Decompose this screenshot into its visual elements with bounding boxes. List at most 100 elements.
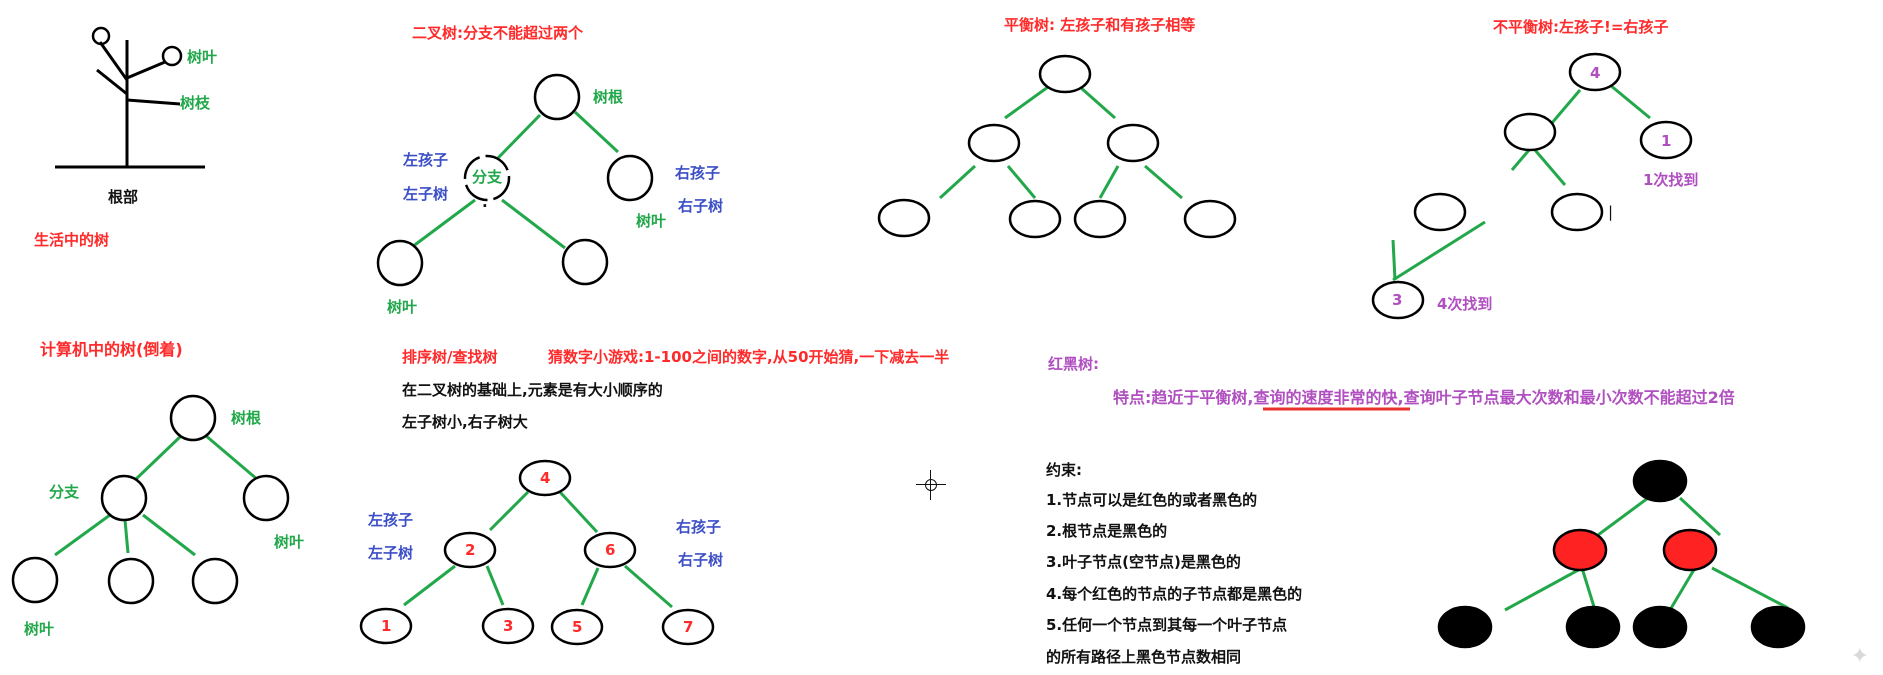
leaf-circle-left bbox=[91, 26, 111, 46]
red-black-feature-line: 特点:趋近于平衡树,查询的速度非常的快,查询叶子节点最大次数和最小次数不能超过2… bbox=[1113, 390, 1735, 406]
red-black-tree-title: 红黑树: bbox=[1048, 355, 1099, 373]
unbalanced-tree-node bbox=[1371, 280, 1425, 320]
balanced-tree-node bbox=[1038, 54, 1092, 94]
rb-node-black bbox=[1632, 605, 1688, 649]
binary-tree-root-label: 树根 bbox=[593, 88, 624, 106]
binary-tree-root-node bbox=[533, 73, 581, 121]
sort-tree-node-label: 4 bbox=[540, 469, 551, 487]
sort-tree-node bbox=[518, 459, 572, 497]
balanced-tree-drawing bbox=[877, 54, 1237, 239]
branch-left-mid bbox=[96, 68, 128, 96]
crosshair-ring-icon bbox=[925, 479, 937, 491]
leaf-circle-right bbox=[161, 45, 183, 67]
life-tree-leaf-label: 树叶 bbox=[187, 48, 218, 66]
computer-tree-bottom-leaf-label: 树叶 bbox=[24, 620, 55, 638]
rb-node-red bbox=[1662, 528, 1718, 572]
branch-right-top bbox=[126, 60, 166, 80]
computer-tree-leaf-node bbox=[191, 557, 239, 605]
life-tree-root-label: 根部 bbox=[108, 188, 139, 206]
unbalanced-tree-drawing bbox=[1371, 52, 1693, 320]
feature-highlight: 查询的速度非常的快 bbox=[1253, 388, 1398, 407]
constraints-title: 约束: bbox=[1046, 461, 1082, 479]
life-tree-branch-label: 树枝 bbox=[180, 94, 211, 112]
unbalanced-tree-title: 不平衡树:左孩子!=右孩子 bbox=[1493, 18, 1669, 36]
binary-tree-leaf-label: 树叶 bbox=[636, 212, 667, 230]
balanced-tree-node bbox=[1183, 199, 1237, 239]
binary-tree-right-child-label: 右孩子 bbox=[675, 164, 721, 182]
computer-tree-leaf-node bbox=[242, 474, 290, 522]
balanced-tree-node bbox=[967, 123, 1021, 163]
sort-tree-drawing bbox=[359, 459, 715, 646]
sort-tree-node-label: 5 bbox=[572, 618, 583, 636]
sort-tree-node-label: 6 bbox=[605, 541, 616, 559]
feature-suffix: ,查询叶子节点最大次数和最小次数不能超过2倍 bbox=[1397, 388, 1735, 407]
sort-tree-node bbox=[550, 608, 604, 646]
balanced-tree-node bbox=[877, 198, 931, 238]
sort-tree-node-label: 3 bbox=[503, 617, 514, 635]
branch-left-top bbox=[98, 41, 129, 81]
unbalanced-root-label: 4 bbox=[1590, 64, 1601, 82]
binary-tree-leaf-node bbox=[561, 238, 609, 286]
sort-tree-desc-1: 在二叉树的基础上,元素是有大小顺序的 bbox=[402, 381, 663, 399]
unbalanced-right-note: 1次找到 bbox=[1643, 171, 1699, 189]
binary-tree-left-child-label: 左孩子 bbox=[403, 151, 449, 169]
binary-tree-drawing bbox=[376, 73, 654, 287]
sort-tree-node-label: 7 bbox=[683, 618, 694, 636]
constraint-rule: 的所有路径上黑色节点数相同 bbox=[1046, 648, 1242, 666]
computer-tree-leaf-node bbox=[11, 556, 59, 604]
sort-tree-node bbox=[583, 531, 637, 569]
rb-node-black bbox=[1565, 605, 1621, 649]
sort-tree-title: 排序树/查找树 bbox=[402, 348, 498, 366]
unbalanced-tree-node bbox=[1568, 52, 1622, 92]
binary-tree-bottom-leaf-label: 树叶 bbox=[387, 298, 418, 316]
sort-tree-right-subtree-label: 右子树 bbox=[678, 551, 724, 569]
constraint-rule: 1.节点可以是红色的或者黑色的 bbox=[1046, 491, 1258, 509]
life-tree-caption: 生活中的树 bbox=[34, 231, 110, 249]
sort-tree-node-label: 1 bbox=[381, 617, 392, 635]
rb-node-red bbox=[1552, 528, 1608, 572]
sort-tree-right-child-label: 右孩子 bbox=[676, 518, 722, 536]
binary-tree-left-subtree-label: 左子树 bbox=[403, 185, 449, 203]
feature-prefix: 特点:趋近于平衡树, bbox=[1113, 388, 1254, 407]
unbalanced-mark: | bbox=[1608, 203, 1614, 221]
binary-tree-branch-label: 分支 bbox=[472, 168, 503, 186]
constraint-rule: 5.任何一个节点到其每一个叶子节点 bbox=[1046, 616, 1288, 634]
unbalanced-tree-node bbox=[1413, 192, 1467, 232]
sort-tree-node bbox=[359, 607, 413, 645]
balanced-tree-node bbox=[1073, 199, 1127, 239]
computer-tree-root-label: 树根 bbox=[231, 409, 262, 427]
rb-node-black bbox=[1437, 605, 1493, 649]
computer-tree-drawing bbox=[11, 394, 290, 605]
constraint-rule: 2.根节点是黑色的 bbox=[1046, 522, 1168, 540]
sort-tree-node-label: 2 bbox=[465, 541, 476, 559]
sort-tree-node bbox=[661, 608, 715, 646]
unbalanced-tree-node bbox=[1503, 112, 1557, 152]
computer-tree-root-node bbox=[169, 394, 217, 442]
unbalanced-right-node-label: 1 bbox=[1661, 132, 1672, 150]
binary-tree-right-subtree-label: 右子树 bbox=[678, 197, 724, 215]
constraint-rule: 4.每个红色的节点的子节点都是黑色的 bbox=[1046, 585, 1303, 603]
sort-tree-left-child-label: 左孩子 bbox=[368, 511, 414, 529]
computer-tree-title: 计算机中的树(倒着) bbox=[40, 340, 183, 359]
computer-tree-leaf-node bbox=[107, 557, 155, 605]
life-tree-drawing bbox=[55, 26, 205, 169]
computer-tree-branch-node bbox=[100, 474, 148, 522]
binary-tree-leaf-node bbox=[376, 239, 424, 287]
binary-tree-branch-node bbox=[463, 154, 511, 202]
balanced-tree-node bbox=[1008, 199, 1062, 239]
sort-tree-node bbox=[443, 531, 497, 569]
unbalanced-tree-node bbox=[1639, 120, 1693, 160]
sort-tree-left-subtree-label: 左子树 bbox=[368, 544, 414, 562]
binary-tree-title: 二叉树:分支不能超过两个 bbox=[412, 24, 583, 42]
sort-tree-desc-2: 左子树小,右子树大 bbox=[402, 413, 528, 431]
computer-tree-branch-label: 分支 bbox=[49, 483, 80, 501]
constraint-rule: 3.叶子节点(空节点)是黑色的 bbox=[1046, 553, 1241, 571]
binary-tree-dot: . bbox=[482, 193, 488, 211]
rb-node-black bbox=[1750, 605, 1806, 649]
red-black-tree-drawing bbox=[1437, 459, 1806, 649]
guess-game-text: 猜数字小游戏:1-100之间的数字,从50开始猜,一下减去一半 bbox=[548, 348, 950, 366]
unbalanced-deep-note: 4次找到 bbox=[1437, 295, 1493, 313]
branch-right-mid bbox=[126, 98, 181, 106]
